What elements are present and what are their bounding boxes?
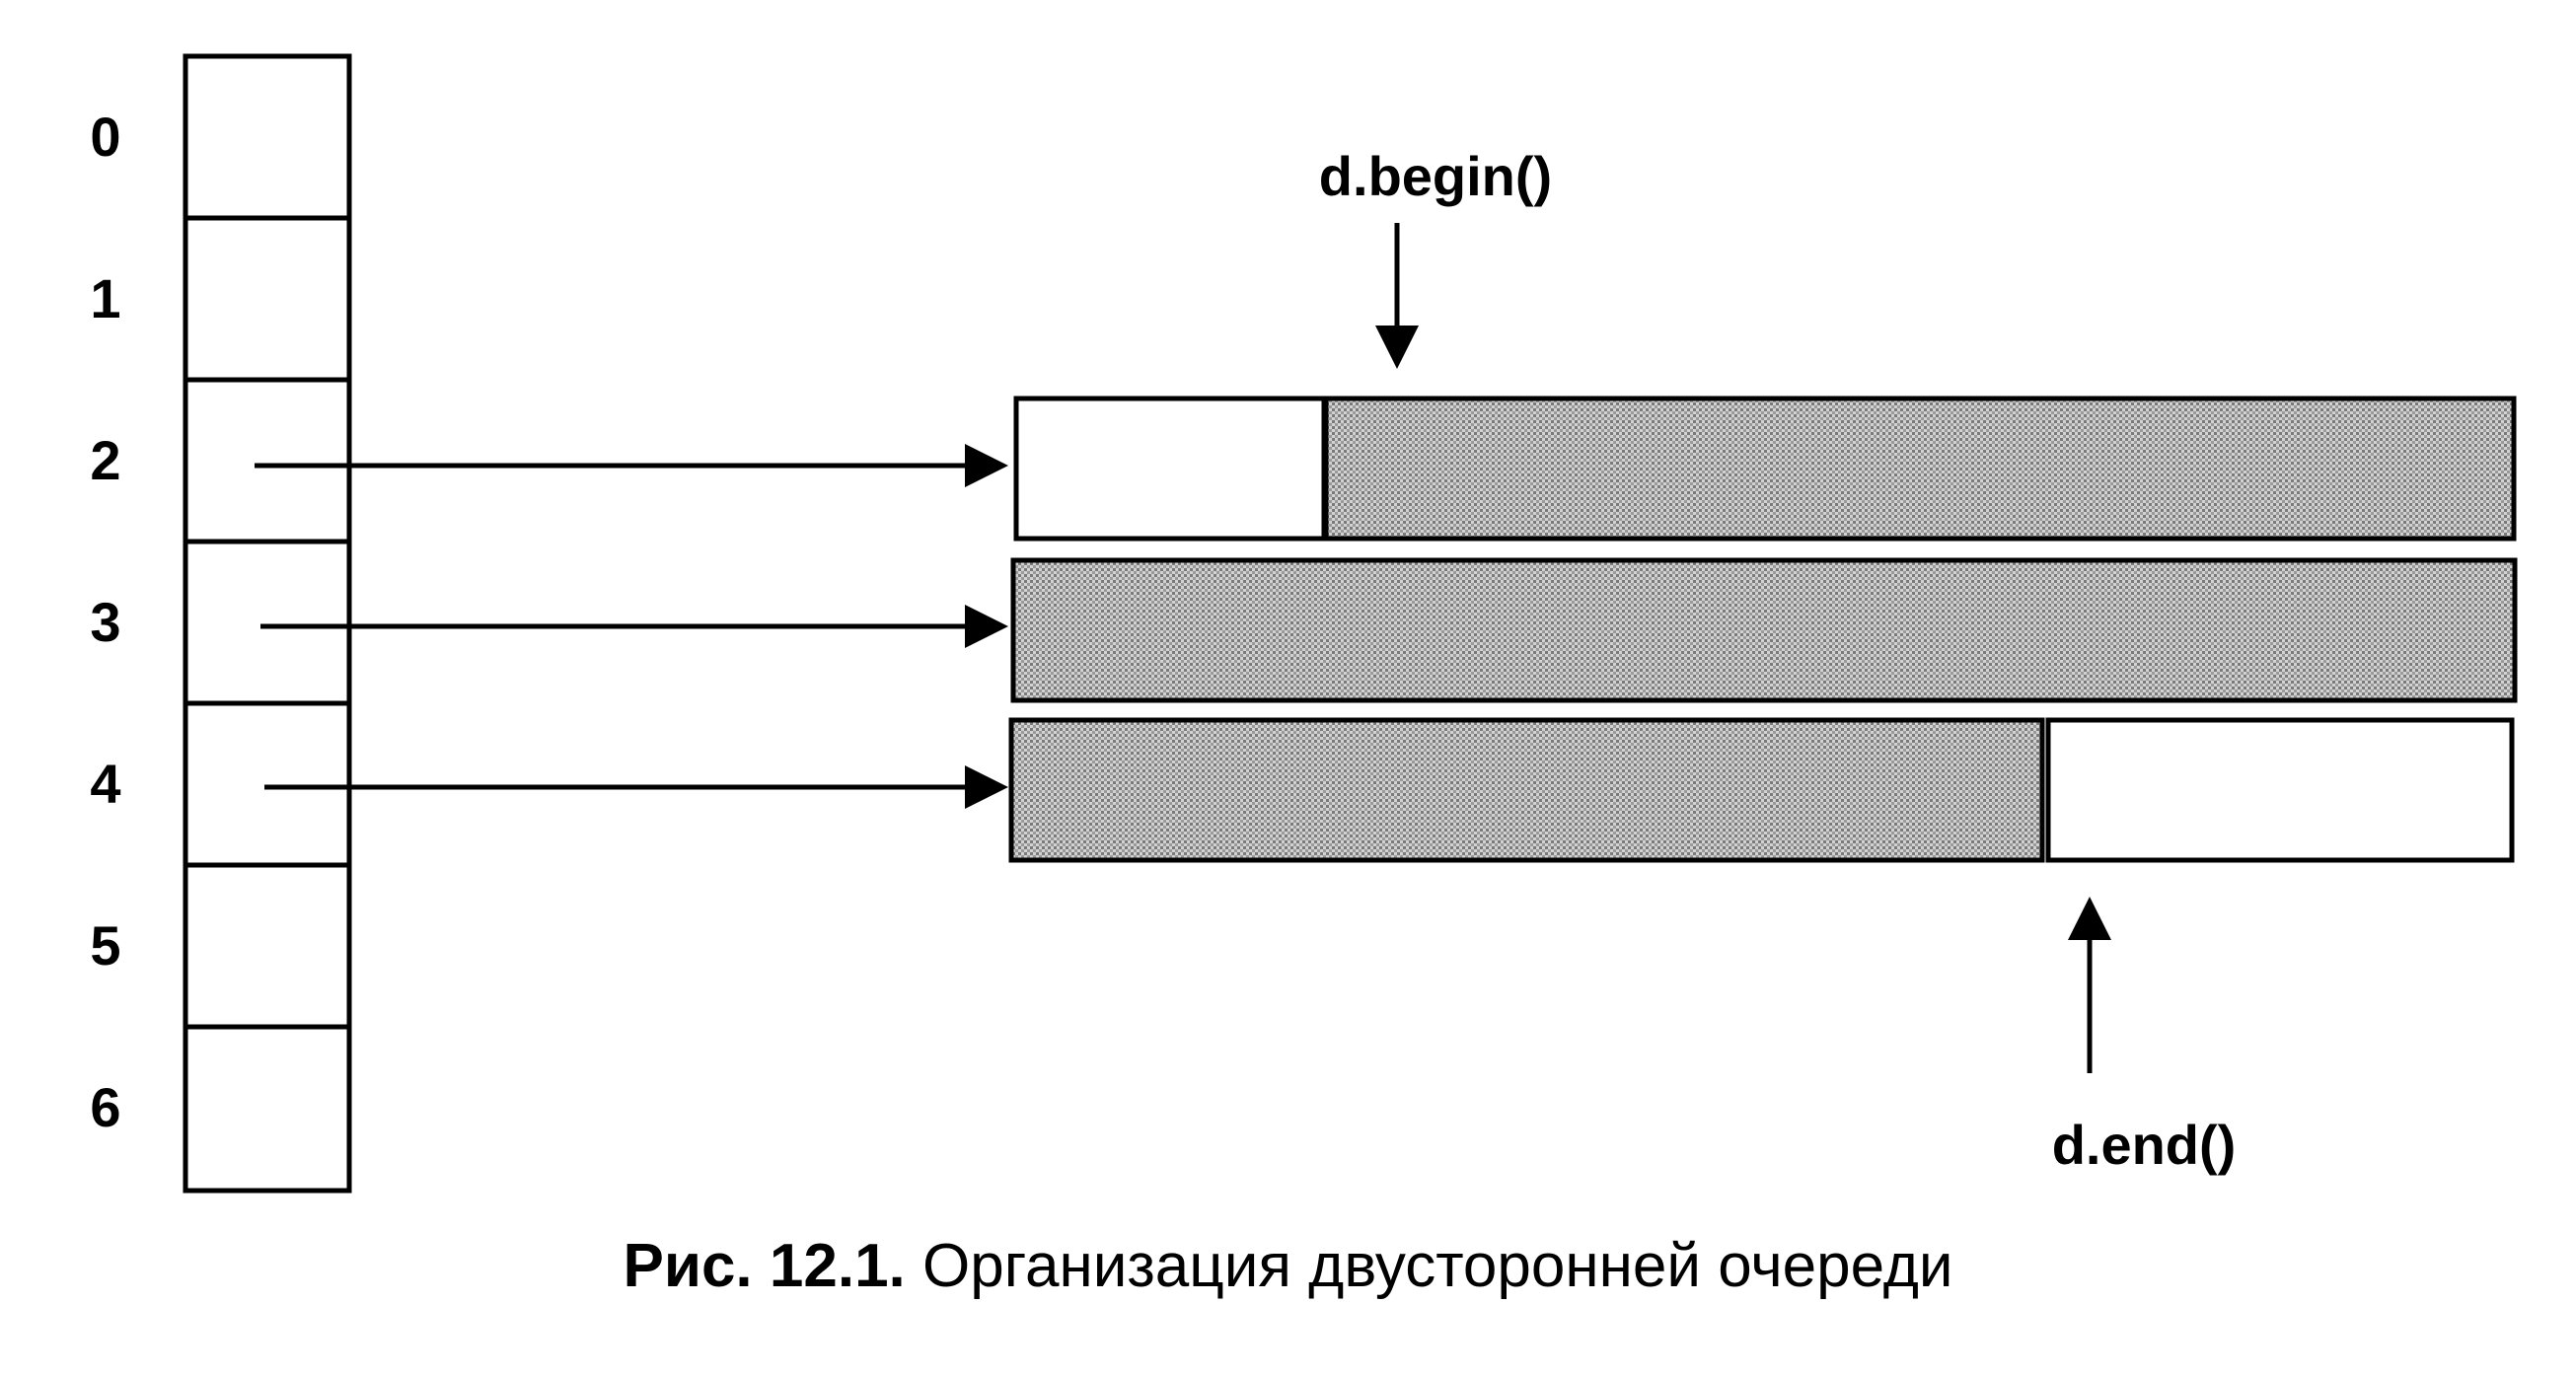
block-2-filled-segment: [1323, 396, 2517, 542]
map-index-0: 0: [90, 106, 120, 168]
block-3-filled-segment: [1010, 557, 2518, 703]
figure-caption: Рис. 12.1. Организация двусторонней очер…: [0, 1231, 2576, 1301]
block-4-filled-segment: [1008, 717, 2045, 863]
block-3: [1010, 557, 2518, 703]
map-index-5: 5: [90, 914, 120, 977]
map-index-labels: 0 1 2 3 4 5 6: [90, 106, 120, 1138]
begin-marker: d.begin(): [1319, 145, 1552, 369]
end-label: d.end(): [2052, 1114, 2237, 1176]
map-index-2: 2: [90, 429, 120, 491]
map-cell-3: [183, 539, 352, 706]
pointer-arrowhead-3: [965, 605, 1008, 648]
map-cell-4: [183, 700, 352, 868]
block-4-empty-segment: [2045, 717, 2515, 863]
map-cell-5: [183, 862, 352, 1030]
block-2: [1013, 396, 2517, 542]
map-index-4: 4: [90, 753, 120, 815]
end-marker: d.end(): [2052, 897, 2237, 1176]
map-index-1: 1: [90, 267, 120, 329]
map-cell-6: [183, 1024, 352, 1194]
pointer-arrowhead-4: [965, 765, 1008, 809]
block-4: [1008, 717, 2515, 863]
caption-text: Организация двусторонней очереди: [922, 1232, 1953, 1300]
map-index-6: 6: [90, 1076, 120, 1138]
begin-label: d.begin(): [1319, 145, 1552, 207]
map-cell-0: [183, 53, 352, 221]
begin-arrowhead: [1375, 326, 1419, 369]
caption-prefix: Рис. 12.1.: [623, 1232, 906, 1300]
pointer-arrowhead-2: [965, 444, 1008, 487]
map-array: [183, 53, 352, 1194]
end-arrowhead: [2068, 897, 2111, 940]
block-2-empty-segment: [1013, 396, 1327, 542]
map-index-3: 3: [90, 591, 120, 653]
map-cell-1: [183, 215, 352, 383]
map-cell-2: [183, 377, 352, 544]
map-pointers: [255, 444, 1008, 809]
